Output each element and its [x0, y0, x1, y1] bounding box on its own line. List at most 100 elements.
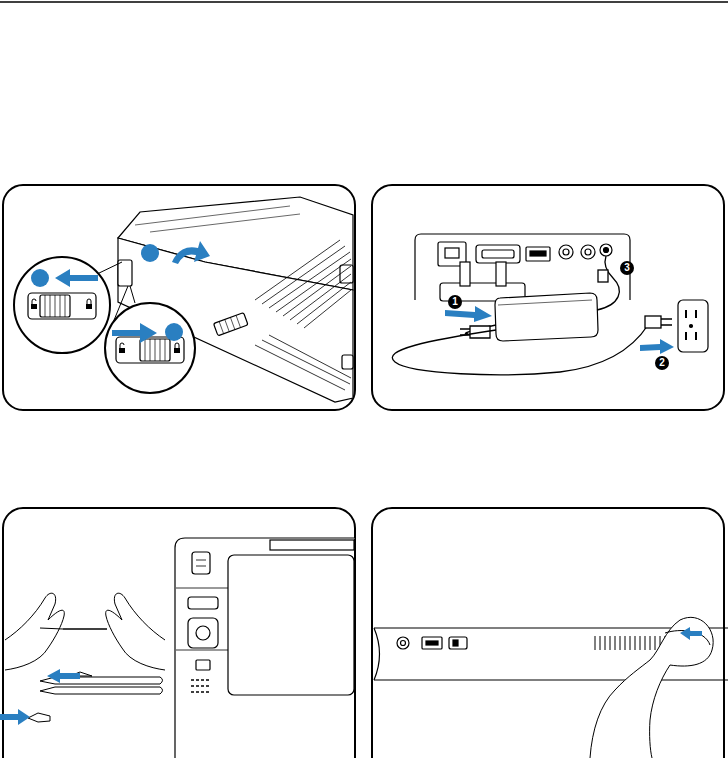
direction-arrow: [47, 669, 80, 683]
direction-arrow: [0, 709, 30, 725]
lock-icon: [31, 299, 180, 353]
device-body: [219, 315, 240, 333]
power-adapter: [498, 300, 592, 305]
direction-arrow: [55, 269, 98, 287]
latch-slider: [40, 295, 70, 317]
hand: [5, 593, 165, 670]
device-front: [196, 560, 206, 566]
panel-frame: [372, 185, 724, 410]
direction-arrow: [0, 669, 80, 725]
device-rear: [600, 244, 612, 256]
direction-arrow: [680, 627, 702, 640]
wall-outlet: [678, 300, 708, 352]
power-adapter: [495, 293, 598, 341]
device-rear: [563, 249, 569, 255]
device-rear: [604, 248, 609, 253]
lock-icon: [175, 343, 179, 348]
device-side: [397, 637, 409, 649]
device-front: [188, 618, 218, 648]
device-body: [340, 265, 353, 283]
device-front: [196, 660, 210, 670]
device-rear: [559, 245, 573, 259]
device-body: [342, 355, 353, 369]
device-front: [196, 626, 210, 640]
device-body: [214, 313, 249, 336]
wall-outlet: [690, 325, 693, 328]
vent-hatch: [255, 240, 351, 390]
power-cord: [645, 316, 661, 328]
hand: [40, 628, 63, 629]
power-cord: [661, 319, 672, 325]
device-rear: [526, 247, 550, 261]
device-front: [176, 588, 228, 650]
power-cord: [597, 256, 619, 310]
vent-hatch: [255, 335, 351, 390]
lock-icon: [86, 304, 92, 309]
latch-slider: [28, 293, 184, 363]
lock-icon: [174, 348, 180, 353]
direction-arrow: [112, 323, 157, 343]
device-side: [401, 641, 406, 646]
panel-frame: [372, 508, 724, 758]
lock-icon: [87, 299, 91, 304]
device-front: [175, 538, 355, 758]
device-side: [422, 637, 442, 649]
latch-slider: [140, 339, 170, 361]
panel-frame: [3, 185, 724, 758]
panel-frame: [3, 185, 355, 410]
device-rear: [585, 249, 591, 255]
power-cord: [392, 256, 672, 375]
hand: [590, 617, 713, 758]
direction-arrow: [141, 244, 159, 262]
device-front: [191, 680, 211, 692]
device-front: [192, 552, 210, 574]
lock-icon: [32, 299, 36, 304]
device-side: [449, 637, 467, 649]
lock-icon: [119, 348, 125, 353]
direction-arrow: [165, 323, 183, 341]
magnifier-circle: [14, 257, 110, 353]
wall-outlet: [678, 300, 708, 352]
direction-arrow: [31, 269, 49, 287]
rule-line: [0, 1, 728, 3]
hand: [5, 593, 64, 670]
power-adapter: [495, 293, 598, 341]
hand: [106, 593, 165, 670]
callout-number: 3: [624, 263, 630, 273]
device-rear: [415, 234, 630, 301]
latch-slider: [28, 293, 96, 319]
direction-arrow: [445, 306, 674, 354]
device-front: [175, 538, 355, 758]
device-side: [374, 628, 380, 680]
device-body: [118, 260, 132, 286]
device-front: [228, 555, 354, 695]
stylus: [28, 713, 50, 722]
device-side: [426, 641, 438, 645]
device-rear: [445, 248, 459, 258]
hand: [63, 628, 107, 630]
stylus: [28, 672, 163, 722]
device-rear: [530, 251, 546, 256]
lock-icon: [31, 304, 37, 309]
device-rear: [581, 245, 595, 259]
device-front: [270, 540, 354, 550]
latch-slider: [145, 339, 165, 361]
callout-badge: 2: [655, 356, 669, 370]
lock-icon: [120, 343, 124, 348]
power-cord: [598, 270, 608, 282]
magnifier-circle: [14, 257, 195, 393]
callout-number: 2: [659, 358, 665, 368]
stylus: [40, 687, 163, 694]
device-rear: [476, 245, 520, 263]
device-side: [453, 640, 458, 646]
callout-badge: 3: [620, 261, 634, 275]
wall-outlet: [686, 310, 696, 340]
device-body: [135, 206, 300, 232]
panel-frame: [3, 508, 355, 758]
callout-number: 1: [452, 297, 458, 307]
direction-arrow: [31, 241, 210, 343]
magnifier-circle: [105, 303, 195, 393]
device-body: [214, 313, 249, 336]
direction-arrow: [640, 339, 674, 354]
